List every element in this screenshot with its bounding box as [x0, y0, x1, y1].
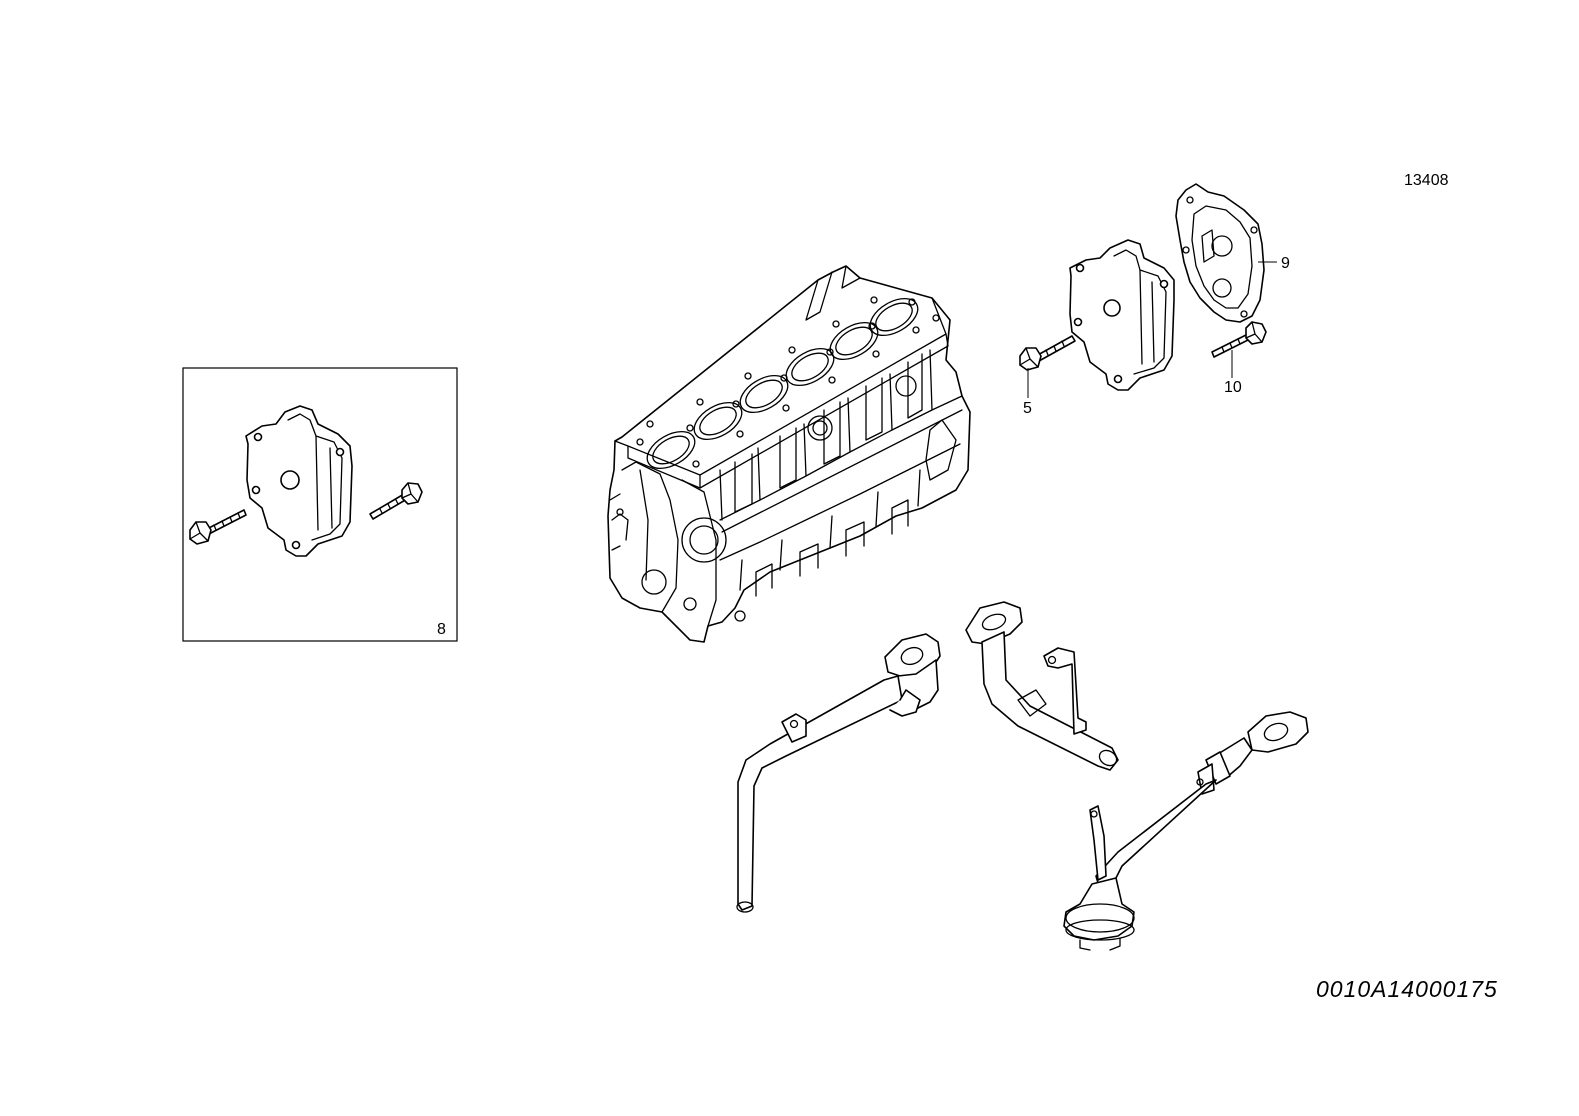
- drawing-code: 0010A14000175: [1316, 976, 1498, 1002]
- cylinder-block: [607, 265, 971, 643]
- leader-lines: [1027, 261, 1277, 398]
- oil-pipe-left: [736, 633, 941, 913]
- inset-flange-bolt-left: [189, 509, 247, 545]
- bolt-10: [1211, 321, 1267, 358]
- oil-pipe-middle: [965, 601, 1119, 771]
- callout-8: 8: [437, 621, 446, 638]
- callout-9: 9: [1281, 255, 1290, 272]
- oil-pump-cover: [1069, 239, 1175, 391]
- callout-5: 5: [1023, 400, 1032, 417]
- figure-number: 13408: [1404, 172, 1449, 189]
- inset-detail-8: [182, 367, 458, 642]
- oil-strainer-pipe: [1063, 711, 1309, 951]
- oil-pump-gasket: [1175, 183, 1265, 323]
- head-bolt-holes: [636, 296, 940, 468]
- inset-oil-pump-cover: [245, 405, 353, 557]
- callout-10: 10: [1224, 379, 1242, 396]
- inset-flange-bolt-right: [369, 482, 423, 520]
- bolt-5: [1019, 335, 1076, 371]
